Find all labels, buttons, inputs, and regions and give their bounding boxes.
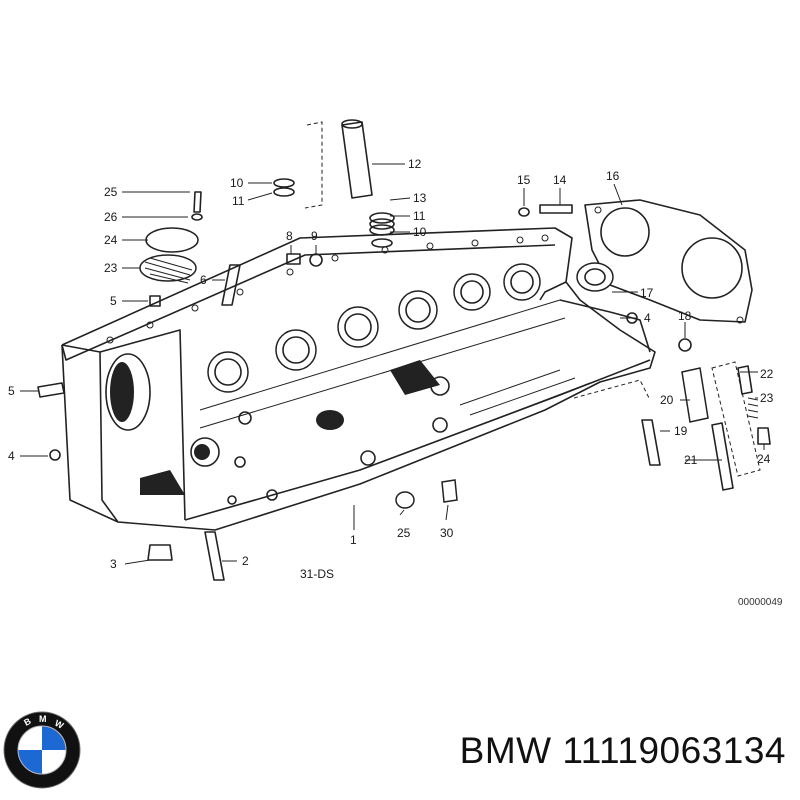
callout-29: 26 xyxy=(104,210,118,224)
engine-block xyxy=(61,227,656,531)
leader-lines xyxy=(20,163,765,565)
part-title: BMW 11119063134 xyxy=(459,730,786,771)
callout-7: 6 xyxy=(200,273,207,287)
sender-3 xyxy=(147,544,173,561)
plug-4-left xyxy=(49,449,61,461)
callout-16: 16 xyxy=(606,169,620,183)
fitting-14 xyxy=(539,204,573,214)
callout-3: 3 xyxy=(110,557,117,571)
callout-9: 9 xyxy=(311,229,318,243)
ring-11 xyxy=(273,187,295,197)
bolt-2 xyxy=(204,531,225,581)
callout-1: 1 xyxy=(350,533,357,547)
ring-10 xyxy=(273,178,295,188)
brand-row: B M W BMW 11119063134 xyxy=(0,690,800,800)
sensor-5 xyxy=(37,382,65,398)
callout-2: 2 xyxy=(242,554,249,568)
callout-18: 18 xyxy=(678,309,692,323)
reference-number: 00000049 xyxy=(738,597,783,608)
bearing-bores xyxy=(207,263,541,393)
callout-21: 21 xyxy=(684,453,698,467)
callout-22: 22 xyxy=(760,367,774,381)
callout-20: 20 xyxy=(660,393,674,407)
seal-17 xyxy=(576,262,614,292)
part-21 xyxy=(711,422,734,491)
part-22 xyxy=(737,365,753,395)
pin-30 xyxy=(441,479,458,503)
callout-numbers: 25 26 24 23 6 5 5 4 3 2 1 10 11 12 13 11… xyxy=(8,157,774,571)
parts-diagram: 25 26 24 23 6 5 5 4 3 2 1 10 11 12 13 11… xyxy=(8,119,783,608)
gasket-plate xyxy=(584,199,753,324)
assembly-code: 31-DS xyxy=(300,567,334,581)
callout-4-left: 4 xyxy=(8,449,15,463)
callout-26: 23 xyxy=(104,261,118,275)
callout-17: 17 xyxy=(640,286,654,300)
callout-5: 5 xyxy=(8,384,15,398)
callout-4-right: 4 xyxy=(644,311,651,325)
svg-text:M: M xyxy=(39,714,47,724)
stud-7 xyxy=(221,264,241,306)
rings-stack xyxy=(369,212,395,248)
callout-19: 19 xyxy=(674,424,688,438)
cover-assembly xyxy=(139,191,203,284)
callout-23: 23 xyxy=(760,391,774,405)
part-20 xyxy=(681,367,709,423)
dowel-6 xyxy=(149,295,161,307)
callout-8: 8 xyxy=(286,229,293,243)
callout-28: 25 xyxy=(104,185,118,199)
plug-18 xyxy=(678,338,692,352)
svg-text:B: B xyxy=(22,716,33,728)
callout-10-left: 10 xyxy=(230,176,244,190)
callout-24: 24 xyxy=(757,452,771,466)
callout-27: 24 xyxy=(104,233,118,247)
callout-12: 12 xyxy=(408,157,422,171)
part-19 xyxy=(641,419,661,466)
sleeve-12 xyxy=(304,119,373,209)
callout-11-left: 11 xyxy=(232,194,245,208)
bmw-logo: B M W xyxy=(3,711,81,789)
callout-10-right: 10 xyxy=(413,225,427,239)
callout-30: 30 xyxy=(440,526,454,540)
callout-11-right: 11 xyxy=(413,209,426,223)
part-24 xyxy=(757,427,771,445)
callout-15: 15 xyxy=(517,173,531,187)
callout-6: 5 xyxy=(110,294,117,308)
callout-13: 13 xyxy=(413,191,427,205)
callout-25: 25 xyxy=(397,526,411,540)
washer-15 xyxy=(518,207,530,217)
callout-14: 14 xyxy=(553,173,567,187)
washer-9 xyxy=(309,253,323,267)
plug-8 xyxy=(286,253,301,265)
ring-25 xyxy=(395,491,415,509)
spring-23 xyxy=(747,397,759,419)
